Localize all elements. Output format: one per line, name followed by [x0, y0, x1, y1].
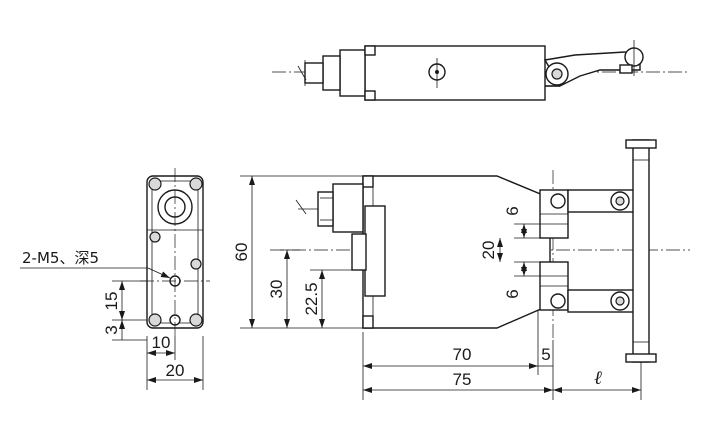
dim-70: 70: [453, 345, 472, 364]
dim-75: 75: [453, 370, 472, 389]
front-view: [270, 139, 690, 363]
dim-22-5: 22.5: [302, 282, 321, 315]
dim-5: 5: [541, 345, 550, 364]
top-view: [272, 40, 690, 101]
dim-l: ℓ: [594, 368, 602, 389]
dim-20-side: 20: [166, 361, 185, 380]
dim-6-top: 6: [503, 206, 522, 215]
dim-30: 30: [267, 280, 286, 299]
dimension-lines: [20, 175, 642, 400]
hole-callout: 2-M5、深5: [22, 249, 99, 267]
dim-60: 60: [232, 243, 251, 262]
side-view: [140, 168, 210, 336]
dim-10: 10: [152, 333, 171, 352]
dim-20: 20: [479, 241, 498, 260]
dimension-labels: 60 30 22.5 6 20 6 70 5 75 ℓ 15 3 10 20 2…: [22, 206, 602, 389]
dim-3: 3: [102, 325, 121, 334]
dim-15: 15: [102, 292, 121, 311]
dim-6-bottom: 6: [503, 289, 522, 298]
